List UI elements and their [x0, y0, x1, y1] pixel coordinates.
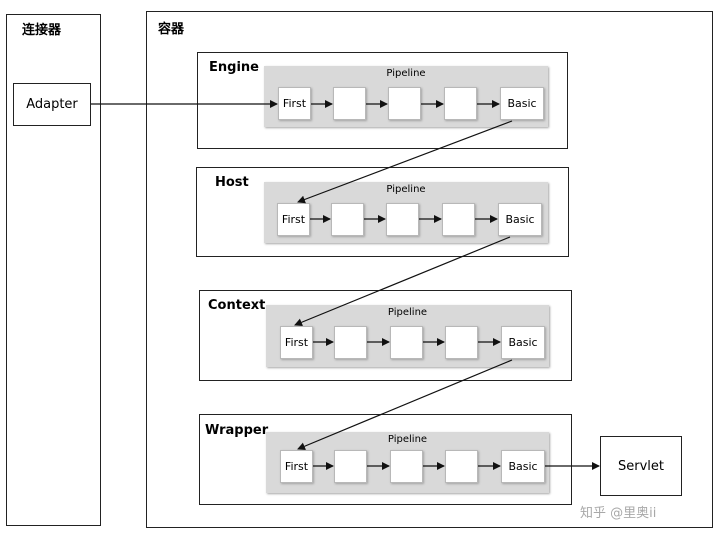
engine-valve-2	[333, 87, 366, 120]
connector-frame	[6, 14, 101, 526]
arrow-host-to-context	[294, 236, 511, 327]
host-container: Host	[196, 167, 569, 257]
context-first-valve: First	[280, 326, 313, 359]
engine-pipeline-label: Pipeline	[386, 68, 426, 79]
host-pipeline-label: Pipeline	[386, 184, 426, 195]
wrapper-basic-label: Basic	[508, 460, 538, 473]
wrapper-valve-4	[445, 450, 478, 483]
engine-valve-3	[388, 87, 421, 120]
host-title: Host	[215, 175, 249, 190]
host-valve-2	[331, 203, 364, 236]
host-basic-valve: Basic	[498, 203, 542, 236]
wrapper-first-label: First	[284, 460, 309, 473]
context-container: Context	[199, 290, 572, 381]
context-valve-2	[334, 326, 367, 359]
wrapper-valve-2	[334, 450, 367, 483]
adapter-label: Adapter	[26, 97, 78, 112]
context-valve-4	[445, 326, 478, 359]
host-first-label: First	[281, 213, 306, 226]
watermark: 知乎 @里奥ii	[580, 506, 657, 521]
host-valve-4	[442, 203, 475, 236]
adapter-box: Adapter	[13, 83, 91, 126]
connector-title: 连接器	[22, 23, 62, 38]
wrapper-title: Wrapper	[205, 423, 269, 438]
host-basic-label: Basic	[505, 213, 535, 226]
context-first-label: First	[284, 336, 309, 349]
engine-valve-4	[444, 87, 477, 120]
arrow-context-to-wrapper	[297, 359, 513, 451]
container-title: 容器	[158, 22, 185, 37]
engine-first-valve: First	[278, 87, 311, 120]
engine-title: Engine	[209, 60, 259, 75]
servlet-label: Servlet	[618, 458, 664, 474]
wrapper-container: Wrapper	[199, 414, 572, 505]
engine-container: Engine	[197, 52, 568, 149]
engine-basic-label: Basic	[507, 97, 537, 110]
context-basic-valve: Basic	[501, 326, 545, 359]
host-first-valve: First	[277, 203, 310, 236]
engine-first-label: First	[282, 97, 307, 110]
container-frame	[146, 11, 713, 528]
wrapper-basic-valve: Basic	[501, 450, 545, 483]
context-basic-label: Basic	[508, 336, 538, 349]
servlet-box: Servlet	[600, 436, 682, 496]
arrow-engine-to-host	[297, 120, 513, 204]
context-pipeline-label: Pipeline	[387, 307, 428, 318]
wrapper-valve-3	[390, 450, 423, 483]
context-title: Context	[208, 298, 266, 313]
context-valve-3	[390, 326, 423, 359]
host-valve-3	[386, 203, 419, 236]
wrapper-pipeline-label: Pipeline	[387, 434, 428, 445]
engine-basic-valve: Basic	[500, 87, 544, 120]
wrapper-first-valve: First	[280, 450, 313, 483]
